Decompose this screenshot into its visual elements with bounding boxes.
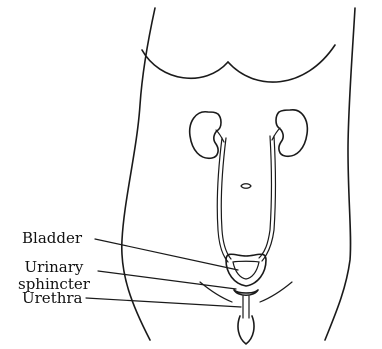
bladder-outer	[226, 254, 266, 286]
urethra-label: Urethra	[22, 290, 83, 307]
kidneys	[190, 110, 308, 158]
leader-lines	[86, 239, 241, 307]
pelvis-lines	[200, 282, 292, 302]
ureters	[217, 136, 275, 262]
sphincter-leader-line	[98, 271, 236, 289]
torso-left-side	[122, 8, 155, 340]
bladder	[226, 254, 266, 286]
urinary-sphincter-label: Urinary sphincter	[18, 259, 90, 293]
bladder-label: Bladder	[22, 230, 82, 247]
urinary-sphincter-label-line1: Urinary	[18, 259, 90, 276]
right-ureter-inner	[259, 136, 272, 258]
urinary-sphincter	[234, 290, 258, 295]
torso-right-side	[325, 8, 355, 340]
bladder-leader-line	[95, 239, 238, 270]
right-ureter-outer	[262, 136, 276, 261]
breast-left	[142, 50, 228, 78]
torso-outline	[122, 8, 355, 340]
pelvis-right-line	[260, 282, 292, 302]
breast-right	[228, 45, 335, 82]
right-kidney	[276, 110, 307, 156]
vulva-outline	[238, 316, 254, 344]
left-ureter-inner	[221, 138, 231, 259]
right-renal-pelvis	[272, 128, 280, 140]
urethra-leader-line	[86, 298, 241, 307]
urethra	[238, 296, 254, 344]
left-ureter-outer	[217, 138, 228, 262]
navel	[241, 184, 251, 189]
left-kidney	[190, 112, 221, 158]
left-renal-pelvis	[216, 130, 224, 142]
